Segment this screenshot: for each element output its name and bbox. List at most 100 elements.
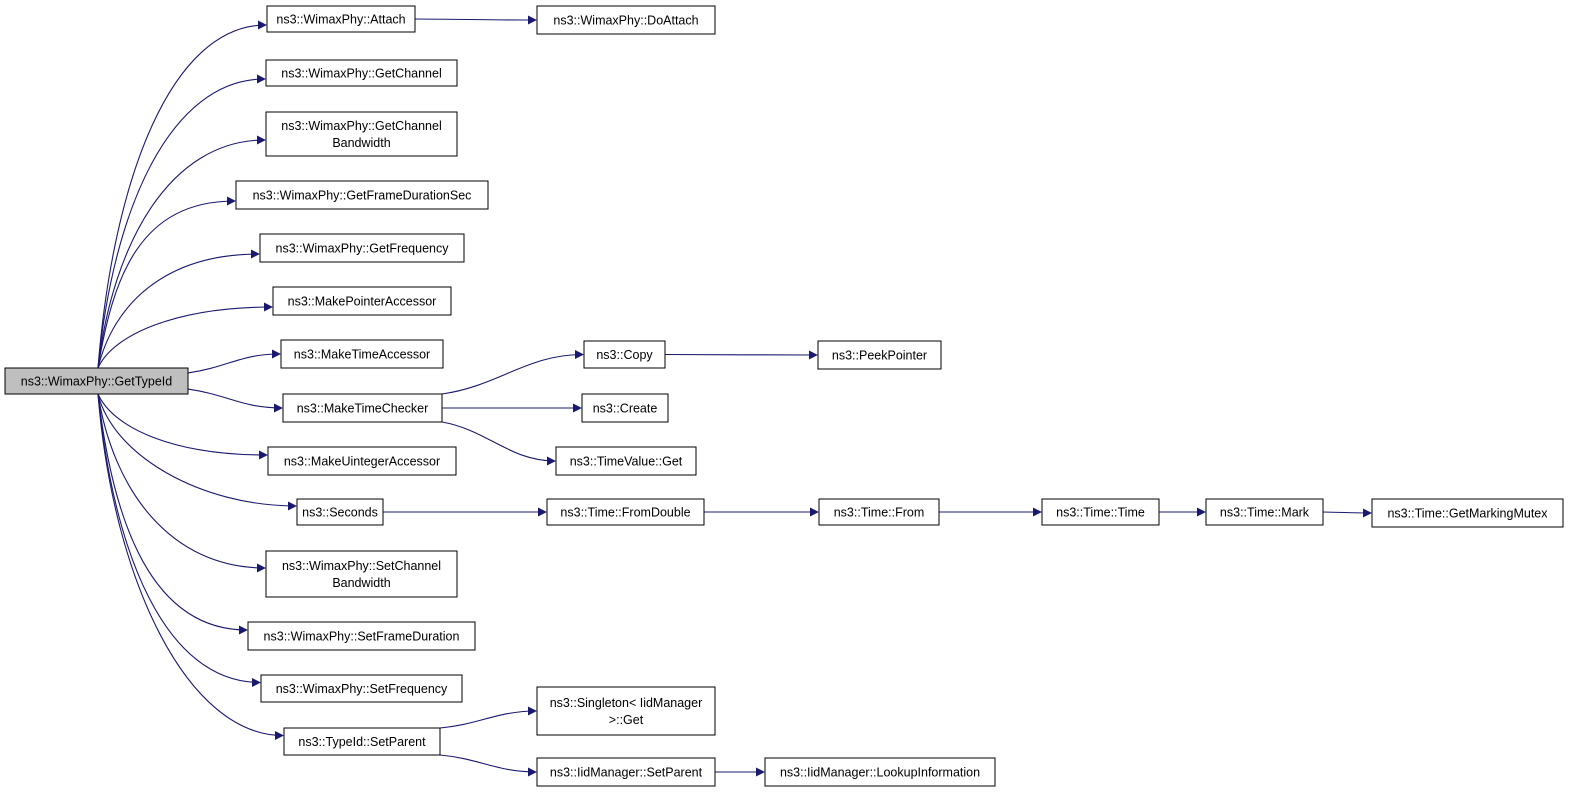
node-label: ns3::WimaxPhy::Attach (276, 13, 405, 27)
node-label: Bandwidth (332, 576, 390, 590)
node-label: ns3::WimaxPhy::SetFrameDuration (264, 630, 460, 644)
edges-layer (97, 15, 1372, 777)
node-getmarkingmutex[interactable]: ns3::Time::GetMarkingMutex (1371, 498, 1564, 528)
node-setfreq[interactable]: ns3::WimaxPhy::SetFrequency (260, 674, 463, 703)
edge-root-to-setparent (97, 393, 284, 740)
node-box (247, 621, 476, 651)
node-box (1205, 498, 1324, 526)
node-label: ns3::TypeId::SetParent (298, 735, 426, 749)
nodes-layer: ns3::WimaxPhy::GetTypeId ns3::WimaxPhy::A… (4, 5, 1564, 787)
edge-maketimechk-to-timevalueget (441, 421, 556, 466)
node-attach[interactable]: ns3::WimaxPhy::Attach (266, 5, 416, 33)
node-label: ns3::WimaxPhy::GetChannel (281, 119, 442, 133)
node-label: >::Get (609, 713, 644, 727)
node-label: ns3::Singleton< IidManager (550, 696, 703, 710)
node-box (817, 340, 942, 370)
node-label: ns3::Time::Mark (1220, 506, 1310, 520)
node-box (4, 367, 189, 395)
node-box (546, 498, 705, 526)
node-box (265, 111, 458, 157)
edge-copy-to-peekptr (664, 350, 818, 360)
node-box (764, 757, 996, 787)
node-box (265, 550, 458, 598)
node-setparent[interactable]: ns3::TypeId::SetParent (283, 727, 441, 756)
node-makeuint[interactable]: ns3::MakeUintegerAccessor (267, 446, 457, 476)
node-iidsetparent[interactable]: ns3::IidManager::SetParent (536, 757, 716, 787)
node-label: ns3::IidManager::SetParent (550, 766, 703, 780)
node-peekptr[interactable]: ns3::PeekPointer (817, 340, 942, 370)
node-box (260, 674, 463, 703)
node-box (818, 498, 940, 526)
node-getchannel[interactable]: ns3::WimaxPhy::GetChannel (265, 59, 458, 87)
node-box (1041, 498, 1160, 526)
node-label: ns3::Time::GetMarkingMutex (1387, 507, 1548, 521)
edge-root-to-attach (97, 20, 267, 369)
node-singletonget[interactable]: ns3::Singleton< IidManager >::Get (536, 686, 716, 736)
node-box (259, 233, 465, 263)
node-fromdouble[interactable]: ns3::Time::FromDouble (546, 498, 705, 526)
node-label: ns3::PeekPointer (832, 349, 927, 363)
node-box (265, 59, 458, 87)
node-label: ns3::Copy (596, 348, 653, 362)
node-label: ns3::Time::FromDouble (560, 506, 690, 520)
edge-root-to-makeuint (97, 393, 268, 460)
edge-root-to-seconds (97, 393, 297, 511)
node-label: ns3::MakeUintegerAccessor (284, 455, 440, 469)
node-box (283, 727, 441, 756)
node-label: ns3::IidManager::LookupInformation (780, 766, 980, 780)
node-timevalueget[interactable]: ns3::TimeValue::Get (555, 446, 697, 476)
node-box (1371, 498, 1564, 528)
node-box (235, 180, 489, 210)
node-copy[interactable]: ns3::Copy (583, 340, 666, 369)
node-box (296, 498, 384, 526)
node-box (267, 446, 457, 476)
node-label: Bandwidth (332, 136, 390, 150)
edge-root-to-getframedur (97, 196, 236, 369)
node-setframedur[interactable]: ns3::WimaxPhy::SetFrameDuration (247, 621, 476, 651)
edge-root-to-getchannel (97, 74, 266, 369)
node-box (282, 393, 443, 423)
edge-setparent-to-singletonget (439, 706, 537, 729)
node-label: ns3::Create (593, 402, 658, 416)
node-maketimechk[interactable]: ns3::MakeTimeChecker (282, 393, 443, 423)
node-timetime[interactable]: ns3::Time::Time (1041, 498, 1160, 526)
node-label: ns3::TimeValue::Get (570, 455, 683, 469)
node-makeptr[interactable]: ns3::MakePointerAccessor (272, 286, 452, 316)
edge-maketimechk-to-copy (441, 350, 584, 395)
node-label: ns3::MakeTimeAccessor (294, 348, 430, 362)
edge-timemark-to-getmarkingmutex (1322, 508, 1372, 518)
node-box (272, 286, 452, 316)
edge-root-to-makeptr (97, 302, 273, 369)
edge-root-to-setfreq (97, 393, 261, 687)
node-doattach[interactable]: ns3::WimaxPhy::DoAttach (536, 5, 716, 35)
node-create[interactable]: ns3::Create (581, 393, 669, 423)
node-getframedur[interactable]: ns3::WimaxPhy::GetFrameDurationSec (235, 180, 489, 210)
node-label: ns3::WimaxPhy::DoAttach (553, 14, 698, 28)
node-seconds[interactable]: ns3::Seconds (296, 498, 384, 526)
node-label: ns3::WimaxPhy::GetChannel (281, 67, 442, 81)
edge-setparent-to-iidsetparent (439, 754, 537, 777)
node-label: ns3::Seconds (302, 506, 378, 520)
node-timefrom[interactable]: ns3::Time::From (818, 498, 940, 526)
node-label: ns3::MakePointerAccessor (288, 295, 437, 309)
node-getfreq[interactable]: ns3::WimaxPhy::GetFrequency (259, 233, 465, 263)
node-timemark[interactable]: ns3::Time::Mark (1205, 498, 1324, 526)
node-label: ns3::Time::From (834, 506, 925, 520)
edge-root-to-maketimechk (187, 388, 283, 413)
node-label: ns3::WimaxPhy::SetFrequency (276, 682, 448, 696)
node-label: ns3::MakeTimeChecker (297, 402, 429, 416)
edge-root-to-setframedur (97, 393, 248, 635)
node-box (555, 446, 697, 476)
node-root[interactable]: ns3::WimaxPhy::GetTypeId (4, 367, 189, 395)
node-box (266, 5, 416, 33)
node-lookupinfo[interactable]: ns3::IidManager::LookupInformation (764, 757, 996, 787)
node-maketimeacc[interactable]: ns3::MakeTimeAccessor (280, 339, 444, 369)
node-label: ns3::WimaxPhy::GetTypeId (21, 375, 172, 389)
node-box (280, 339, 444, 369)
node-box (536, 686, 716, 736)
edge-root-to-setchannelbw (97, 393, 266, 573)
node-label: ns3::WimaxPhy::GetFrameDurationSec (253, 189, 472, 203)
